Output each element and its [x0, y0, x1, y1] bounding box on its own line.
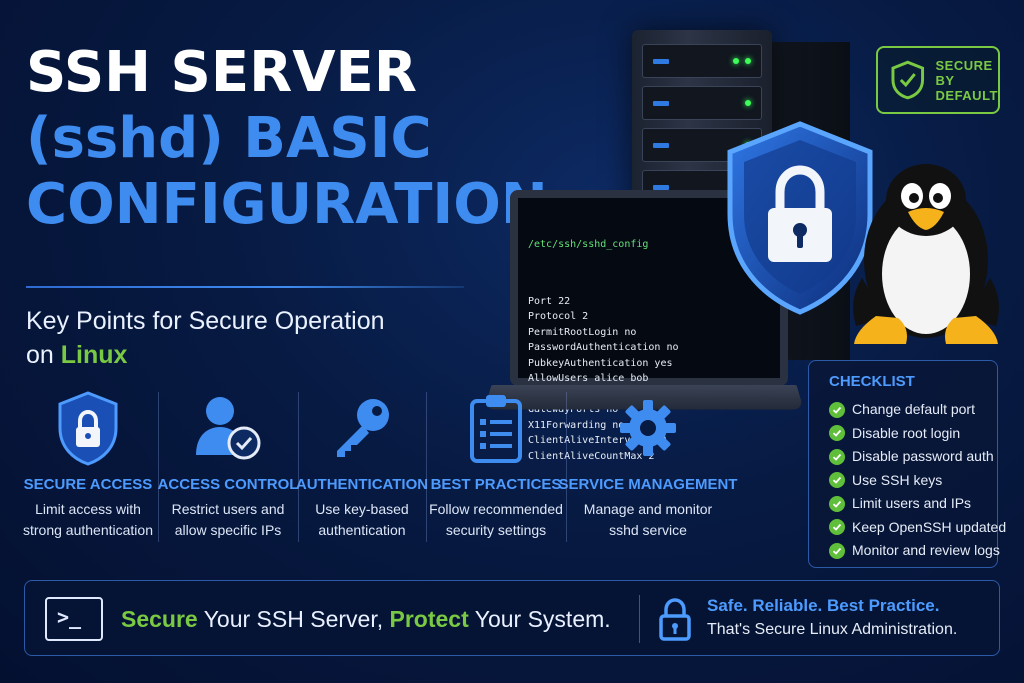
- feature-title: AUTHENTICATION: [295, 476, 429, 493]
- user-check-icon: [192, 388, 264, 468]
- title-block: SSH SERVER (sshd) BASIC CONFIGURATION: [26, 40, 548, 238]
- config-line: GatewayPorts no: [528, 404, 619, 415]
- config-path: /etc/ssh/sshd_config: [528, 239, 649, 250]
- rack-slot: [642, 86, 762, 120]
- config-line: Protocol 2: [528, 311, 589, 322]
- checklist-item-label: Change default port: [852, 401, 975, 417]
- config-line: AllowUsers alice bob: [528, 373, 649, 384]
- check-icon: [829, 495, 845, 512]
- badge-text-1: SECURE: [935, 57, 993, 73]
- key-icon: [326, 388, 398, 468]
- checklist-item-label: Use SSH keys: [852, 471, 943, 488]
- config-line: Port 22: [528, 295, 571, 307]
- config-line: X11Forwarding no: [528, 419, 625, 431]
- badge-text: SECURE BY DEFAULT: [936, 58, 998, 103]
- check-icon: [829, 401, 845, 418]
- feature-secure-access: SECURE ACCESS Limit access with strong a…: [18, 388, 158, 558]
- checklist-item-label: Keep OpenSSH updated: [852, 518, 1007, 535]
- terminal-icon: >_: [45, 597, 103, 641]
- config-line: ClientAliveCountMax 2: [528, 450, 655, 462]
- badge-text-2: BY: [935, 72, 955, 88]
- feature-desc: Follow recommended security settings: [429, 501, 563, 538]
- slogan-part-4: Your System.: [468, 606, 611, 632]
- subtitle-line-2: on Linux: [26, 338, 486, 372]
- feature-authentication: AUTHENTICATION Use key-based authenticat…: [295, 388, 429, 558]
- title-divider: [26, 286, 464, 288]
- feature-title: SECURE ACCESS: [23, 476, 153, 493]
- checklist-item-label: Monitor and review logs: [852, 542, 1000, 558]
- check-icon: [829, 542, 845, 559]
- check-icon: [829, 472, 845, 489]
- slogan-part-2: Your SSH Server,: [197, 606, 390, 632]
- rack-slot: [642, 44, 762, 78]
- badge-text-3: DEFAULT: [935, 87, 998, 103]
- config-line: PermitRootLogin no: [528, 326, 637, 338]
- title-line-1: SSH SERVER: [26, 40, 417, 105]
- subtitle: Key Points for Secure Operation on Linux: [26, 304, 486, 372]
- feature-access-control: ACCESS CONTROL Restrict users and allow …: [158, 388, 298, 558]
- feature-title: ACCESS CONTROL: [157, 476, 299, 493]
- shield-lock-icon: [52, 388, 124, 468]
- checklist-item-label: Disable password auth: [852, 448, 994, 464]
- slogan-secure: Secure: [121, 606, 198, 632]
- checklist-item: Disable password auth: [829, 445, 997, 469]
- tagline-1: Safe. Reliable. Best Practice.: [707, 596, 940, 615]
- slogan-protect: Protect: [389, 606, 469, 632]
- shield-check-icon: [891, 60, 925, 100]
- checklist-item-label: Disable root login: [852, 424, 961, 441]
- slogan: Secure Your SSH Server, Protect Your Sys…: [121, 606, 611, 633]
- feature-desc: Use key-based authentication: [315, 501, 409, 538]
- feature-service-management: SERVICE MANAGEMENT Manage and monitor ss…: [559, 388, 737, 558]
- shield-lock-icon: [727, 121, 873, 315]
- feature-title: BEST PRACTICES: [430, 476, 562, 493]
- feature-desc: Manage and monitor sshd service: [583, 501, 713, 538]
- feature-desc: Restrict users and allow specific IPs: [171, 501, 285, 538]
- checklist-item: Limit users and IPs: [829, 492, 997, 516]
- check-icon: [829, 425, 845, 442]
- check-icon: [829, 519, 845, 536]
- checklist-item: Use SSH keys: [829, 469, 997, 493]
- feature-row: SECURE ACCESS Limit access with strong a…: [18, 388, 738, 558]
- config-line: PasswordAuthentication no: [528, 342, 679, 353]
- tagline-2: That's Secure Linux Administration.: [707, 621, 958, 638]
- clipboard-checklist-icon: [460, 388, 532, 468]
- lock-icon: [659, 598, 691, 641]
- checklist-item: Keep OpenSSH updated: [829, 516, 1006, 540]
- gear-icon: [612, 388, 684, 468]
- checklist-item: Disable root login: [829, 422, 997, 446]
- checklist-title: CHECKLIST: [829, 373, 915, 390]
- check-icon: [829, 448, 845, 465]
- feature-best-practices: BEST PRACTICES Follow recommended securi…: [426, 388, 566, 558]
- banner-divider: [639, 595, 640, 643]
- secure-by-default-badge: SECURE BY DEFAULT: [876, 46, 1000, 114]
- bottom-banner: >_ Secure Your SSH Server, Protect Your …: [24, 580, 1000, 656]
- feature-desc: Limit access with strong authentication: [23, 501, 153, 538]
- checklist-item: Monitor and review logs: [829, 539, 1000, 563]
- feature-title: SERVICE MANAGEMENT: [558, 476, 738, 493]
- linux-penguin-icon: [853, 164, 999, 344]
- config-line: PubkeyAuthentication yes: [528, 357, 673, 369]
- checklist-item-label: Limit users and IPs: [852, 495, 972, 511]
- title-line-2: (sshd) BASIC: [26, 106, 432, 171]
- subtitle-linux: Linux: [60, 341, 128, 369]
- title-line-3: CONFIGURATION: [26, 172, 548, 237]
- subtitle-on: on: [26, 341, 61, 369]
- subtitle-line-1: Key Points for Secure Operation: [26, 307, 385, 335]
- checklist-item: Change default port: [829, 398, 997, 422]
